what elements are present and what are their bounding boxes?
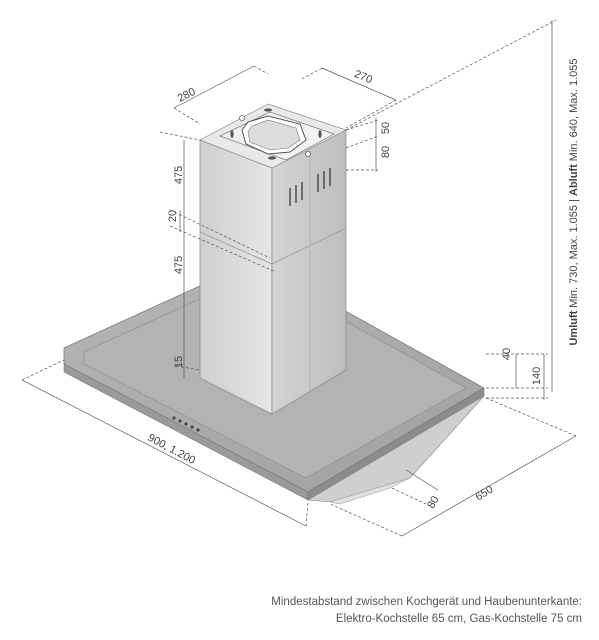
installation-note-line-2: Elektro-Kochstelle 65 cm, Gas-Kochstelle… [335, 613, 582, 625]
dim-475-lower: 475 [173, 256, 185, 274]
dim-40: 40 [501, 348, 513, 360]
umluft-label: Umluft [568, 310, 580, 345]
abluft-label: Abluft [568, 164, 580, 196]
dim-15: 15 [173, 356, 185, 368]
height-range-label: Umluft Min. 730, Max. 1.055 | Abluft Min. … [568, 58, 580, 345]
dim-475-upper: 475 [173, 166, 185, 184]
installation-note: Mindestabstand zwischen Kochgerät und Ha… [271, 594, 582, 628]
dim-270: 270 [352, 68, 374, 86]
control-buttons [172, 416, 200, 432]
hood-chimney [199, 103, 347, 415]
dim-80-front: 80 [425, 494, 442, 511]
umluft-value: Min. 730, Max. 1.055 [568, 205, 580, 308]
dim-20: 20 [167, 210, 179, 222]
abluft-value: Min. 640, Max. 1.055 [568, 58, 580, 161]
dim-280: 280 [176, 86, 198, 105]
dim-650: 650 [473, 484, 495, 504]
dimension-lines [21, 19, 577, 537]
installation-note-line-1: Mindestabstand zwischen Kochgerät und Ha… [271, 596, 582, 608]
chimney-vents [289, 168, 331, 206]
dim-50: 50 [380, 122, 392, 134]
dim-140: 140 [531, 367, 543, 385]
height-separator: | [568, 196, 580, 205]
mounting-plate [219, 108, 335, 161]
dim-80-top: 80 [380, 146, 392, 158]
